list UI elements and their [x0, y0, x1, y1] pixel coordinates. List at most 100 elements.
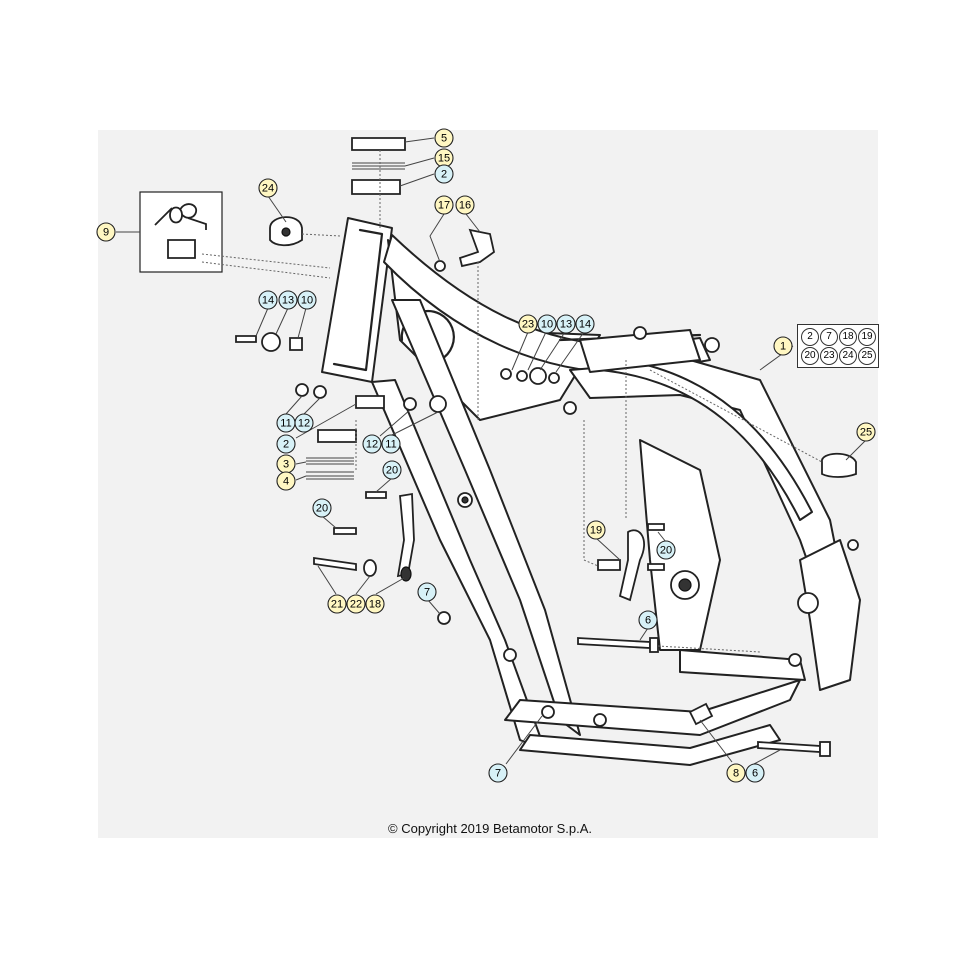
callout-18: 18: [365, 594, 385, 614]
callout-bubble: [434, 164, 454, 184]
callout-bubble: [537, 314, 557, 334]
callout-number: 25: [860, 427, 872, 439]
callout-bubble: [656, 540, 676, 560]
callout-number: 15: [438, 153, 450, 165]
callout-bubble: [276, 434, 296, 454]
callout-15: 15: [434, 148, 454, 168]
callout-number: 8: [733, 768, 739, 780]
callout-number: 16: [459, 200, 471, 212]
kit-item: 2: [801, 328, 819, 346]
kit-item: 25: [858, 347, 876, 365]
callout-number: 23: [522, 319, 534, 331]
callout-11: 11: [276, 413, 296, 433]
callout-bubble: [518, 314, 538, 334]
callout-number: 1: [780, 341, 786, 353]
callout-bubble: [856, 422, 876, 442]
callout-bubble: [488, 763, 508, 783]
callout-6: 6: [638, 610, 658, 630]
callout-7: 7: [488, 763, 508, 783]
callout-bubble: [346, 594, 366, 614]
callout-number: 10: [541, 319, 553, 331]
callout-number: 14: [579, 319, 591, 331]
callout-number: 2: [441, 169, 447, 181]
callout-bubble: [312, 498, 332, 518]
callout-number: 20: [660, 545, 672, 557]
callout-number: 7: [424, 587, 430, 599]
kit-item: 24: [839, 347, 857, 365]
callout-number: 11: [280, 418, 291, 430]
callout-3: 3: [276, 454, 296, 474]
callout-bubble: [434, 128, 454, 148]
callout-12: 12: [294, 413, 314, 433]
callout-9: 9: [96, 222, 116, 242]
callout-bubble: [297, 290, 317, 310]
callout-bubble: [773, 336, 793, 356]
callout-bubble: [258, 178, 278, 198]
callout-bubble: [96, 222, 116, 242]
callout-bubble: [362, 434, 382, 454]
callout-bubble: [382, 460, 402, 480]
callout-13: 13: [278, 290, 298, 310]
callout-21: 21: [327, 594, 347, 614]
kit-legend-box: 2 7 18 19 20 23 24 25: [797, 324, 879, 368]
callout-number: 6: [752, 768, 758, 780]
callout-number: 6: [645, 615, 651, 627]
callout-7: 7: [417, 582, 437, 602]
callout-number: 10: [301, 295, 313, 307]
frame-drawing: [321, 217, 861, 766]
callout-number: 20: [386, 465, 398, 477]
kit-item: 20: [801, 347, 819, 365]
callout-19: 19: [586, 520, 606, 540]
callout-10: 10: [297, 290, 317, 310]
callout-number: 13: [560, 319, 572, 331]
assembly-lines: [201, 150, 823, 653]
parts-drawing: [139, 137, 857, 757]
callout-bubble: [638, 610, 658, 630]
callout-number: 19: [590, 525, 602, 537]
kit-item: 19: [858, 328, 876, 346]
callout-number: 20: [316, 503, 328, 515]
callout-6: 6: [745, 763, 765, 783]
kit-item: 7: [820, 328, 838, 346]
callout-20: 20: [656, 540, 676, 560]
callout-bubble: [455, 195, 475, 215]
callout-bubble: [556, 314, 576, 334]
callout-1: 1: [773, 336, 793, 356]
leader-lines: [116, 137, 867, 765]
callout-number: 17: [438, 200, 450, 212]
callout-10: 10: [537, 314, 557, 334]
callout-5: 5: [434, 128, 454, 148]
callout-number: 21: [331, 599, 343, 611]
callout-bubble: [278, 290, 298, 310]
callout-bubble: [434, 195, 454, 215]
callout-number: 18: [369, 599, 381, 611]
callout-20: 20: [382, 460, 402, 480]
callout-number: 12: [298, 418, 310, 430]
callout-25: 25: [856, 422, 876, 442]
callout-13: 13: [556, 314, 576, 334]
callout-bubble: [327, 594, 347, 614]
callout-number: 5: [441, 133, 447, 145]
callout-20: 20: [312, 498, 332, 518]
callout-4: 4: [276, 471, 296, 491]
callout-number: 13: [282, 295, 294, 307]
callout-24: 24: [258, 178, 278, 198]
callout-bubble: [294, 413, 314, 433]
callout-number: 4: [283, 476, 289, 488]
callout-14: 14: [575, 314, 595, 334]
callout-bubble: [586, 520, 606, 540]
callout-bubble: [258, 290, 278, 310]
callout-number: 3: [283, 459, 289, 471]
callout-23: 23: [518, 314, 538, 334]
callout-22: 22: [346, 594, 366, 614]
callout-bubble: [365, 594, 385, 614]
callout-number: 14: [262, 295, 274, 307]
callout-16: 16: [455, 195, 475, 215]
callout-2: 2: [434, 164, 454, 184]
callout-8: 8: [726, 763, 746, 783]
kit-item: 18: [839, 328, 857, 346]
callout-number: 9: [103, 227, 109, 239]
callout-bubble: [276, 471, 296, 491]
